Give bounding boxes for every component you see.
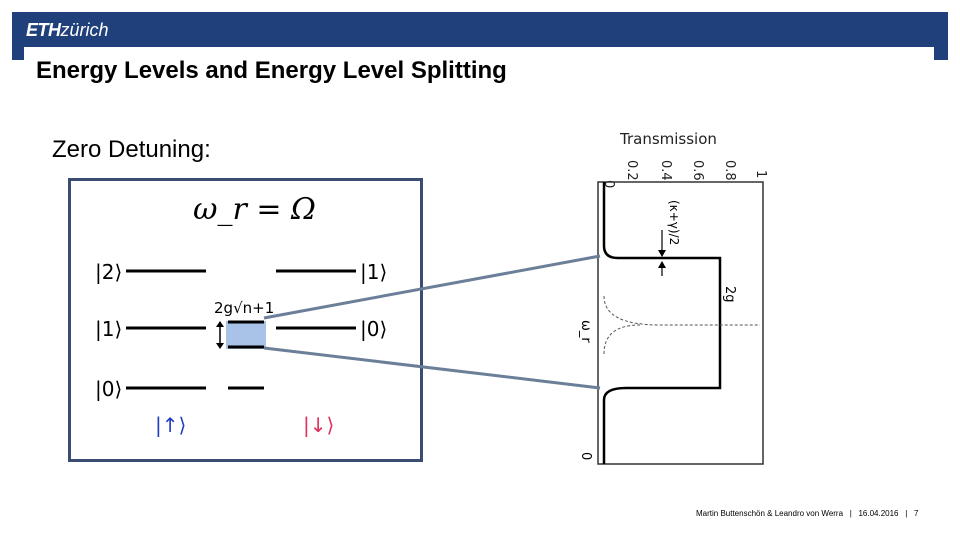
footer-separator-2: | <box>905 509 908 518</box>
tick-0.4: 0.4 <box>658 160 673 181</box>
splitting-arrow-head-down <box>216 343 224 349</box>
slide-subtitle: Zero Detuning: <box>52 136 211 163</box>
eth-logo: ETHzürich <box>26 20 109 40</box>
connector-lower <box>263 346 601 390</box>
ket-left-2: |2⟩ <box>95 260 122 284</box>
plot-frame <box>597 181 764 465</box>
split-highlight <box>226 321 266 349</box>
splitting-arrow-head-up <box>216 321 224 327</box>
tick-0.2: 0.2 <box>624 160 639 181</box>
tick-0: 0 <box>601 180 616 188</box>
transmission-plot: Transmission 0 0.2 0.4 0.6 0.8 1 (κ+γ)/2… <box>560 120 780 475</box>
connector-upper <box>263 254 601 320</box>
header-notch <box>24 47 934 61</box>
spectrum-curve <box>602 182 722 464</box>
ket-right-0: |0⟩ <box>360 317 387 341</box>
energy-level-svg: ω_r = Ω 2g√n+1 |2⟩ |1⟩ |0⟩ |1⟩ |0⟩ |↑⟩ |… <box>95 192 387 437</box>
footer-authors: Martin Buttenschön & Leandro von Werra <box>696 509 844 518</box>
tick-1: 1 <box>753 170 768 178</box>
plot-axis-title: Transmission <box>619 130 717 148</box>
tick-0.8: 0.8 <box>722 160 737 181</box>
ket-right-1: |1⟩ <box>360 260 387 284</box>
equation: ω_r = Ω <box>193 192 316 227</box>
transmission-svg: Transmission 0 0.2 0.4 0.6 0.8 1 (κ+γ)/2… <box>578 130 768 465</box>
spin-down-ket: |↓⟩ <box>303 413 334 437</box>
ket-left-1: |1⟩ <box>95 317 122 341</box>
split-label: 2g <box>722 286 737 303</box>
energy-level-diagram: ω_r = Ω 2g√n+1 |2⟩ |1⟩ |0⟩ |1⟩ |0⟩ |↑⟩ |… <box>68 178 423 462</box>
slide-title: Energy Levels and Energy Level Splitting <box>36 57 507 84</box>
footer-page-number: 7 <box>913 509 919 518</box>
ket-left-0: |0⟩ <box>95 377 122 401</box>
splitting-label: 2g√n+1 <box>214 299 274 317</box>
footer-date: 16.04.2016 <box>858 509 899 518</box>
bare-cavity-line-lower <box>603 324 641 355</box>
omega-r-label: ω_r <box>578 320 593 343</box>
linewidth-arrowhead-bottom <box>658 261 666 268</box>
spin-up-ket: |↑⟩ <box>155 413 186 437</box>
bare-cavity-line <box>603 295 760 326</box>
footer-separator-1: | <box>849 509 852 518</box>
linewidth-arrowhead-top <box>658 250 666 257</box>
linewidth-label: (κ+γ)/2 <box>667 200 681 245</box>
tick-0.6: 0.6 <box>690 160 705 181</box>
zero-label: 0 <box>578 452 593 460</box>
footer: Martin Buttenschön & Leandro von Werra |… <box>696 509 918 518</box>
